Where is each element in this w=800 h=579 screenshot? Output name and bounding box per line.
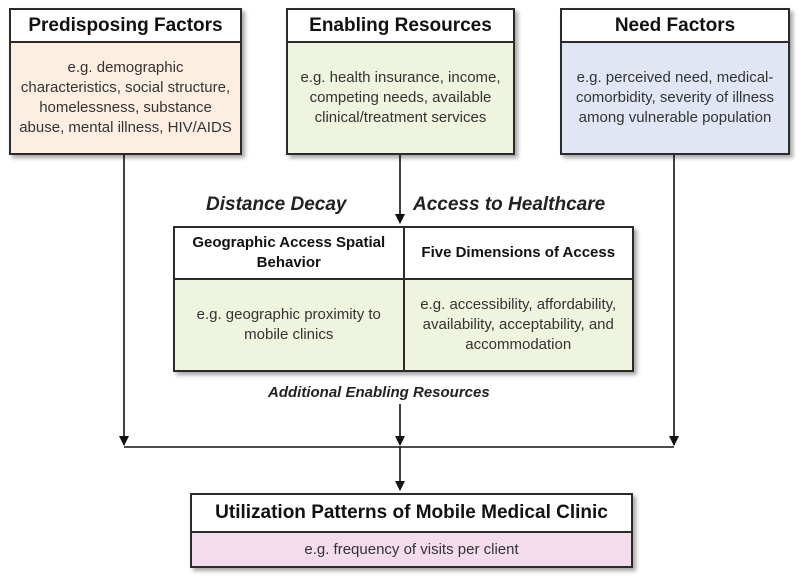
- utilization-patterns-box: Utilization Patterns of Mobile Medical C…: [190, 493, 633, 568]
- need-factors-body: e.g. perceived need, medical-comorbidity…: [562, 43, 788, 153]
- five-dimensions-title: Five Dimensions of Access: [404, 228, 632, 280]
- enabling-resources-body: e.g. health insurance, income, competing…: [288, 43, 513, 153]
- predisposing-factors-title: Predisposing Factors: [11, 10, 240, 43]
- geographic-access-column: Geographic Access Spatial Behavior e.g. …: [175, 228, 403, 370]
- utilization-patterns-title: Utilization Patterns of Mobile Medical C…: [192, 495, 631, 533]
- five-dimensions-body: e.g. accessibility, affordability, avail…: [404, 280, 632, 370]
- distance-decay-label: Distance Decay: [206, 194, 347, 215]
- enabling-resources-box: Enabling Resources e.g. health insurance…: [286, 8, 515, 155]
- additional-enabling-resources-label: Additional Enabling Resources: [268, 384, 490, 401]
- five-dimensions-column: Five Dimensions of Access e.g. accessibi…: [402, 228, 632, 370]
- geographic-access-title: Geographic Access Spatial Behavior: [175, 228, 403, 280]
- need-factors-title: Need Factors: [562, 10, 788, 43]
- predisposing-factors-body: e.g. demographic characteristics, social…: [11, 43, 240, 153]
- utilization-patterns-body: e.g. frequency of visits per client: [192, 533, 631, 566]
- geographic-access-body: e.g. geographic proximity to mobile clin…: [175, 280, 403, 370]
- access-to-healthcare-label: Access to Healthcare: [413, 194, 606, 215]
- enabling-resources-title: Enabling Resources: [288, 10, 513, 43]
- need-factors-box: Need Factors e.g. perceived need, medica…: [560, 8, 790, 155]
- access-box: Geographic Access Spatial Behavior e.g. …: [173, 226, 634, 372]
- predisposing-factors-box: Predisposing Factors e.g. demographic ch…: [9, 8, 242, 155]
